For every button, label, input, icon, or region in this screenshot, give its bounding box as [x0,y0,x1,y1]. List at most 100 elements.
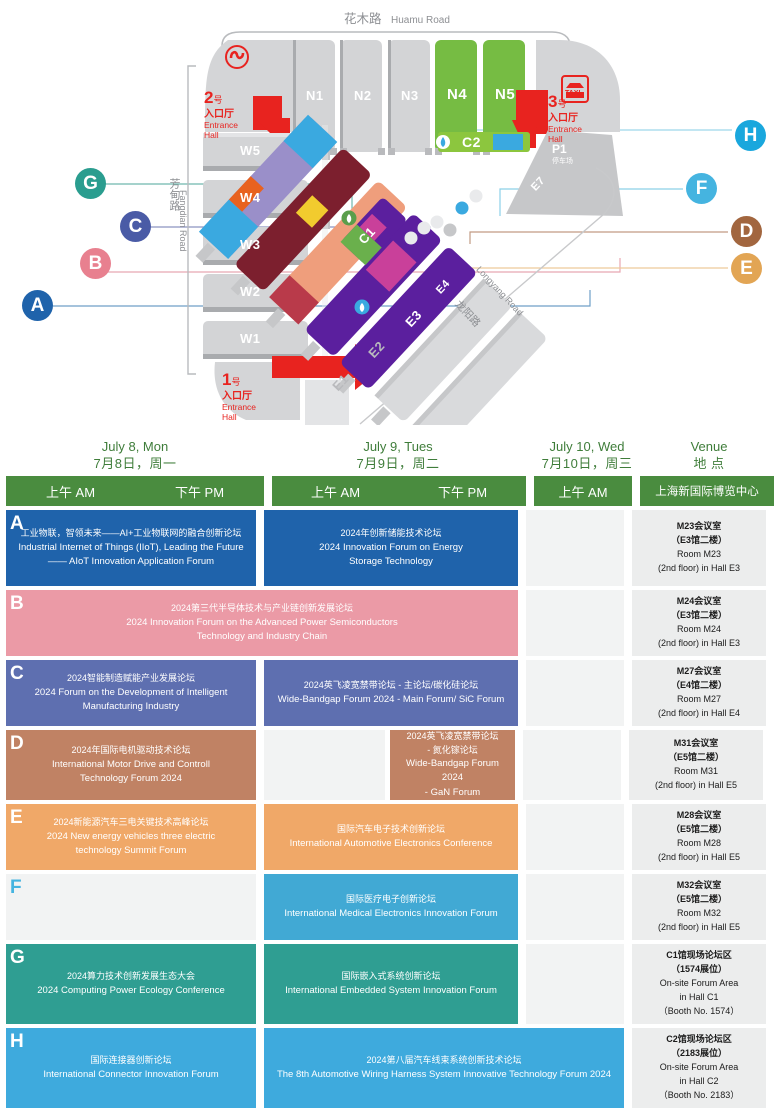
header-july10: 上午 AM [534,476,632,506]
session-title-en: Technology Forum 2024 [80,772,182,784]
cell-venue: M23会议室（E3馆二楼）Room M23(2nd floor) in Hall… [632,510,766,586]
row-letter-e: E [10,807,23,828]
entrance2-hao: 号 [213,95,223,105]
hall-label-w4: W4 [240,190,261,205]
session-title-cn: 2024算力技术创新发展生态大会 [66,971,196,982]
column-gap [624,660,632,726]
column-gap [256,804,264,870]
venue-text-en: Room M31 [673,766,718,776]
entrance3-en2: Hall [548,134,563,144]
cell-july10 [523,730,621,800]
hall-label-n3: N3 [401,88,419,103]
venue-text-en: On-site Forum Area [659,1062,739,1073]
venue-text-cn: （E3馆二楼） [670,610,727,621]
cell-july9[interactable]: 国际汽车电子技术创新论坛 International Automotive Ele… [264,804,518,870]
venue-text-en: Room M28 [676,838,721,848]
column-gap [256,944,264,1024]
map-marker-d[interactable]: D [731,216,762,247]
column-gap [624,804,632,870]
hall-label-w3: W3 [240,237,261,252]
forum-schedule-table: July 8, Mon 7月8日，周一 July 9, Tues 7月9日，周二… [0,425,782,1108]
map-marker-f-label: F [695,178,708,199]
row-letter-g: G [10,947,25,968]
cell-july10 [526,510,624,586]
venue-text-cn: （E5馆二楼） [670,824,727,835]
cell-july9[interactable]: 国际医疗电子创新论坛 International Medical Electron… [264,874,518,940]
map-graphic [53,31,732,425]
cell-venue: M32会议室（E5馆二楼）Room M32(2nd floor) in Hall… [632,874,766,940]
east-hall-shapes [195,114,546,425]
row-letter-a: A [10,513,24,534]
session-title-en: International Medical Electronics Innova… [284,907,498,919]
amenity-icons [341,189,483,315]
column-gap [518,944,526,1024]
cell-july10 [526,590,624,656]
map-marker-g[interactable]: G [75,168,106,199]
map-marker-e[interactable]: E [731,253,762,284]
date-col-venue: Venue 地 点 [642,438,776,473]
road-label-fangdian-en: Fangdian Road [178,190,188,252]
map-marker-h[interactable]: H [735,120,766,151]
road-label-huamu: 花木路 Huamu Road [344,8,450,27]
header-july9: 上午 AM 下午 PM [272,476,526,506]
huamu-road-en: Huamu Road [391,15,450,26]
venue-text-cn: （E5馆二楼） [670,894,727,905]
entrance1-arrow-icon [272,344,382,390]
session-title-cn: 国际汽车电子技术创新论坛 [336,824,445,835]
entrance1-en2: Hall [222,412,237,422]
entrance2-en1: Entrance [204,120,239,130]
session-title-cn: 国际医疗电子创新论坛 [345,894,436,905]
entrance2-arrow-icon [253,96,290,133]
entrance3-hao: 号 [557,99,567,109]
header-july10-am: 上午 AM [558,484,608,500]
venue-text-cn: （E4馆二楼） [670,680,727,691]
hall-label-c2: C2 [462,134,481,150]
longyang-road-line [359,167,615,425]
column-gap [256,730,264,800]
session-title-cn: 国际嵌入式系统创新论坛 [341,971,441,982]
session-title-en: International Embedded System Innovation… [285,984,497,996]
session-title-cn: 工业物联，智领未来——AI+工业物联网的融合创新论坛 [20,528,242,538]
cell-july9[interactable]: 国际嵌入式系统创新论坛 International Embedded System… [264,944,518,1024]
huamu-road-cn: 花木路 [344,12,382,26]
venue-text-en: (2nd floor) in Hall E5 [657,921,741,932]
cell-venue: M24会议室（E3馆二楼）Room M24(2nd floor) in Hall… [632,590,766,656]
entrance-hall-2-label: 2号 入口厅 Entrance Hall [204,88,238,140]
venue-text-cn: M24会议室 [676,596,722,607]
venue-text-en: (2nd floor) in Hall E3 [657,562,741,573]
road-label-fangdian-cn: 芳甸路 [168,178,180,211]
header-july9-am: 上午 AM [310,484,361,500]
column-gap [518,804,526,870]
venue-text-cn: （E5馆二楼） [667,752,724,763]
schedule-date-header-row: July 8, Mon 7月8日，周一 July 9, Tues 7月9日，周二… [6,425,776,473]
session-title-en: International Automotive Electronics Con… [289,837,493,849]
map-marker-a[interactable]: A [22,290,53,321]
session-title-cn: 2024英飞凌宽禁带论坛 - 主论坛/碳化硅论坛 [303,680,479,691]
column-gap [515,730,523,800]
venue-text-cn: M28会议室 [676,810,722,821]
session-title-en: —— AIoT Innovation Application Forum [47,555,215,567]
hall-label-n5: N5 [495,86,516,103]
venue-text-en: (2nd floor) in Hall E5 [654,779,738,790]
fangdian-road-bracket [187,65,196,375]
hall-label-w5: W5 [240,143,261,158]
map-marker-c[interactable]: C [120,211,151,242]
entrance-hall-1-label: 1号 入口厅 Entrance Hall [222,370,256,422]
schedule-ampm-header-row: 上午 AM 下午 PM 上午 AM 下午 PM 上午 AM 上海新国际博览中心 [6,476,776,506]
map-marker-b[interactable]: B [80,248,111,279]
map-marker-f[interactable]: F [686,173,717,204]
